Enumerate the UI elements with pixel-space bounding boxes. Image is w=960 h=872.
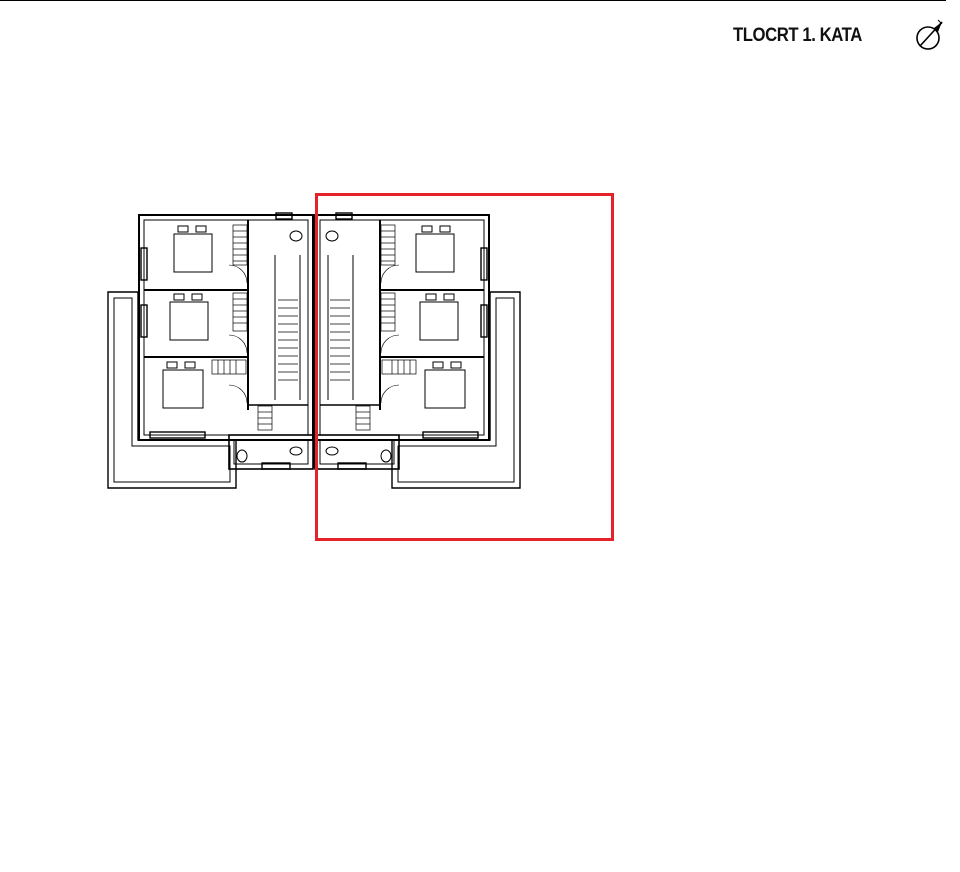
north-arrow-icon xyxy=(916,19,943,50)
plan-title: TLOCRT 1. KATA xyxy=(733,25,862,46)
right-unit xyxy=(314,212,521,489)
top-border-line xyxy=(0,0,946,1)
left-unit xyxy=(107,212,314,489)
selected-unit-highlight xyxy=(315,193,614,541)
